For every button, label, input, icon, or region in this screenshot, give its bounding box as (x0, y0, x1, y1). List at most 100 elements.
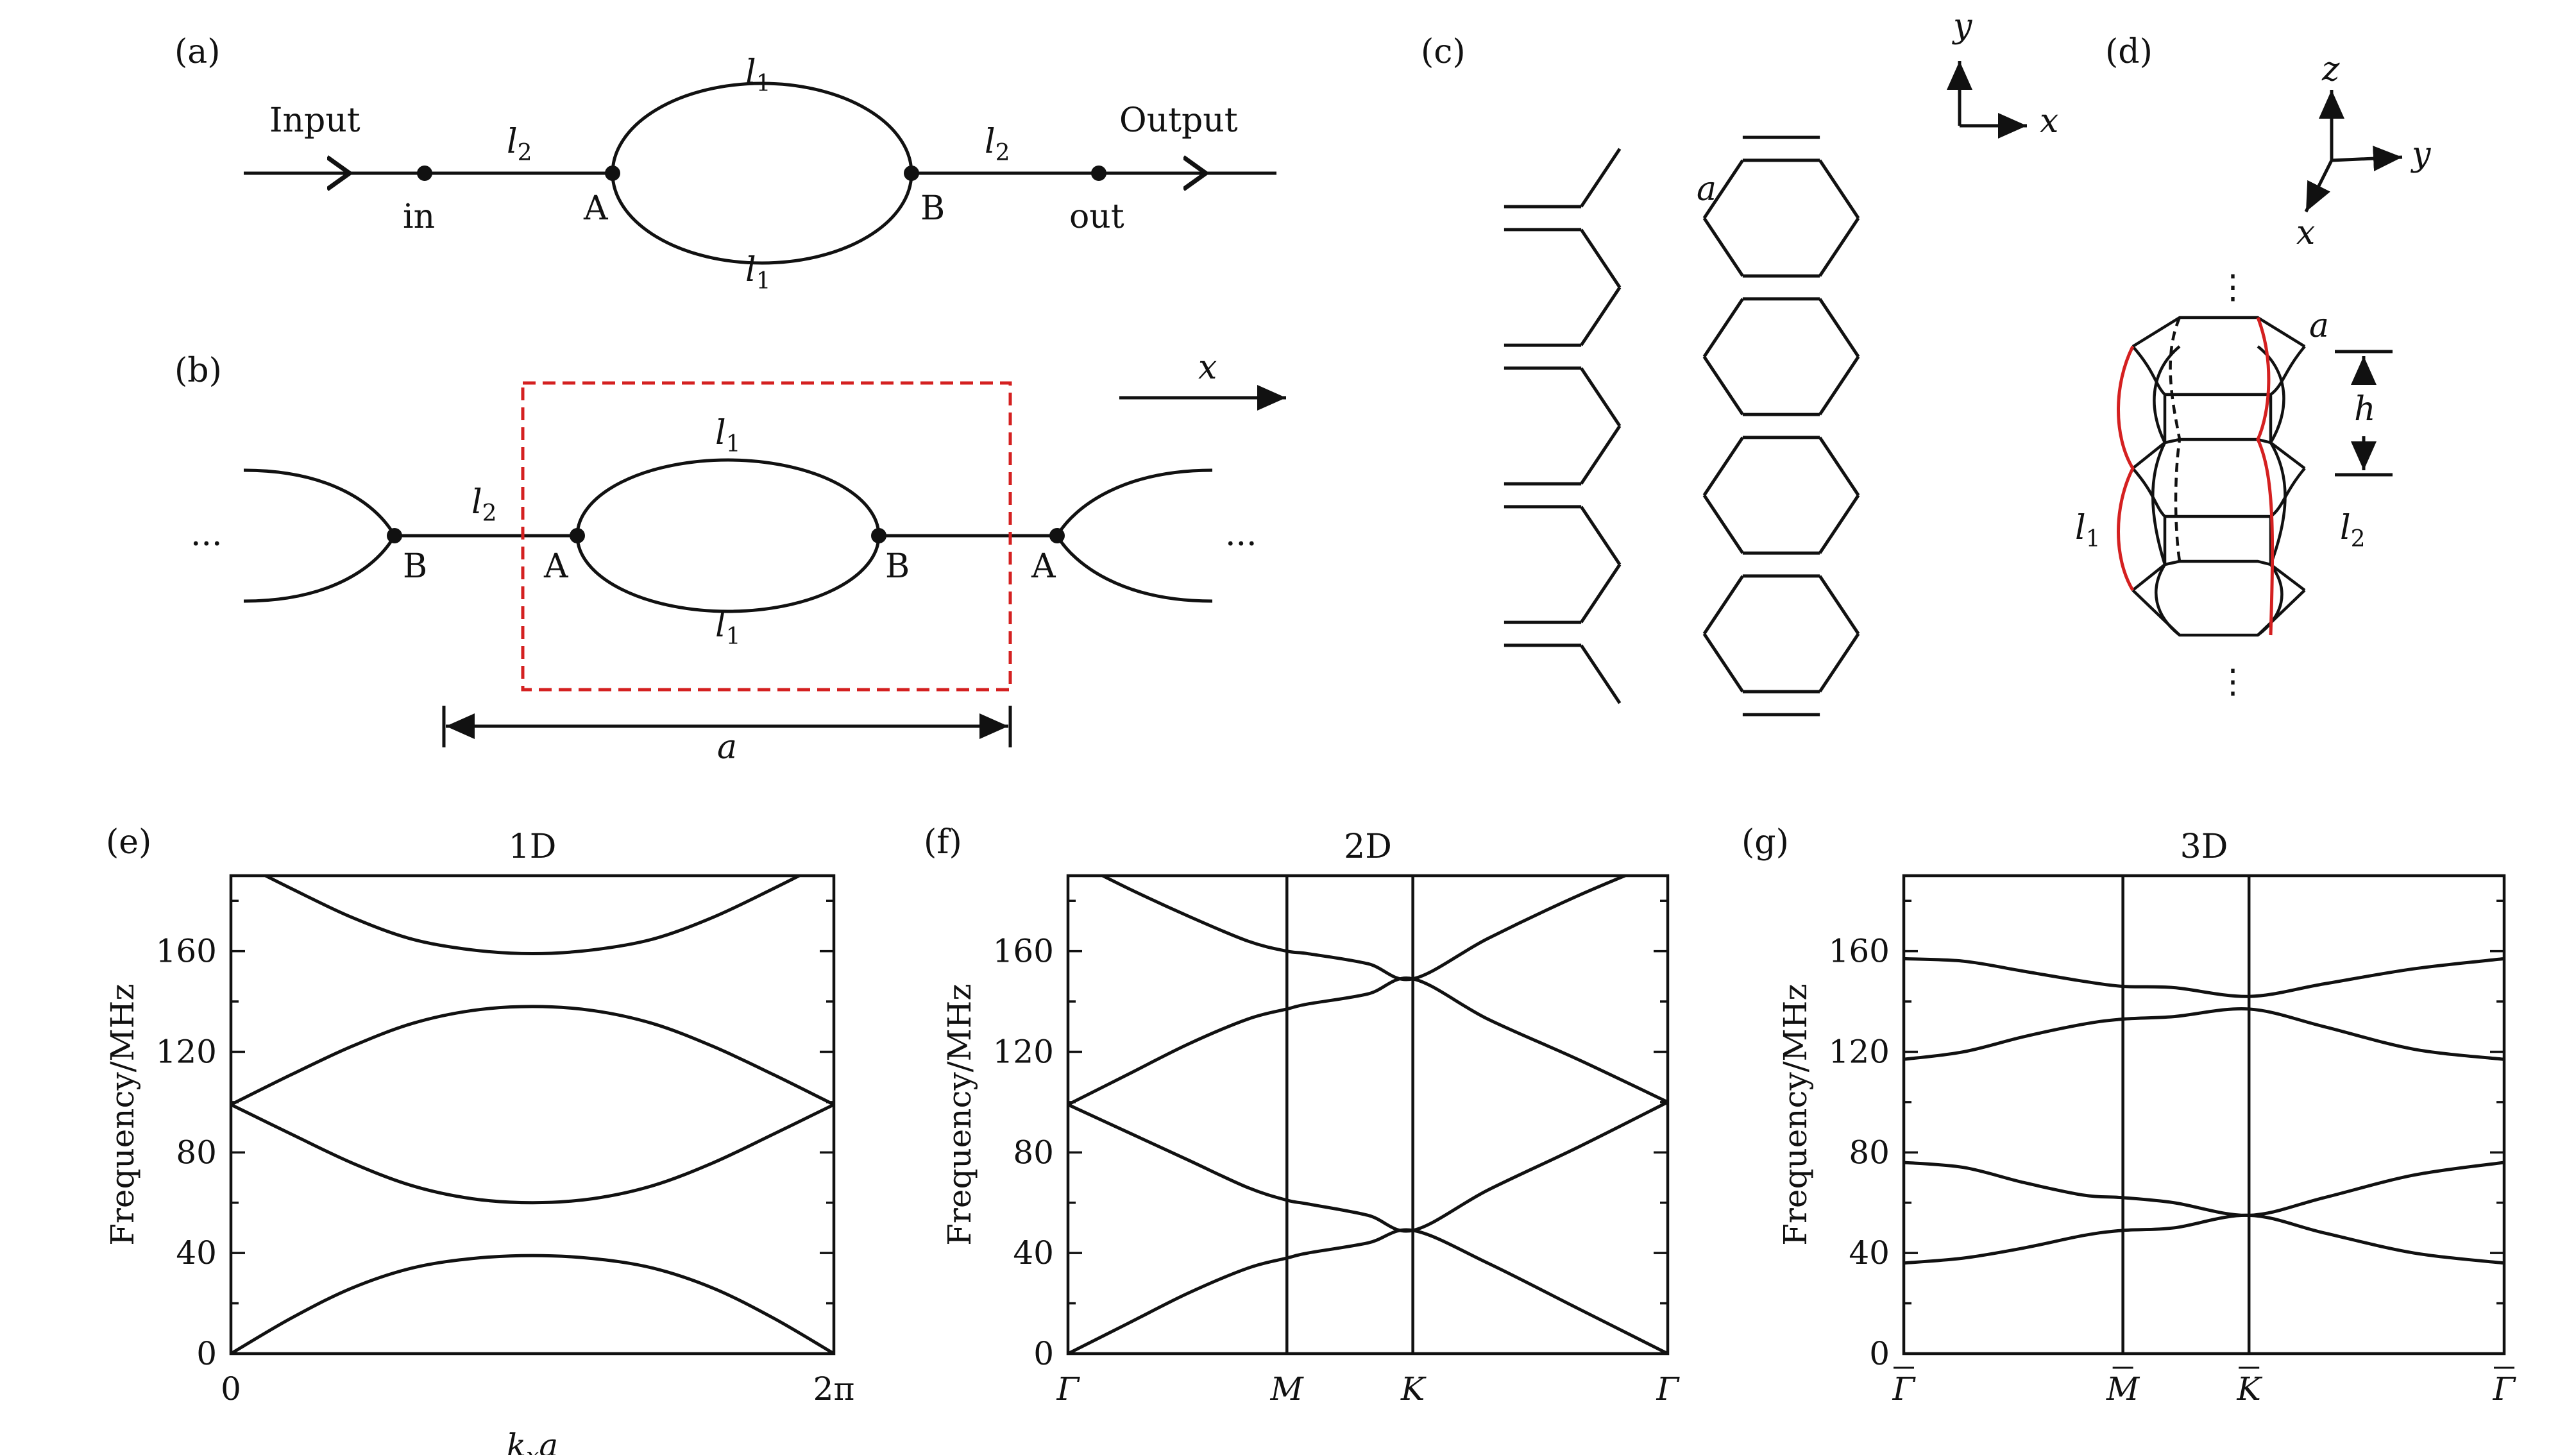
honeycomb-edge-5 (1580, 228, 1622, 289)
x-tick-label: Γ (1892, 1370, 1917, 1408)
lattice-const-label: a (1697, 170, 1716, 208)
panel-e-label: (e) (106, 823, 151, 862)
honeycomb-edge-13 (1580, 506, 1622, 566)
honeycomb-edge-2 (1580, 286, 1622, 346)
panel-a-schematic: (a) Input Output in out A B l1 l1 l2 l2 (174, 33, 1276, 294)
band-1 (1068, 1228, 1668, 1354)
y-tick-label: 40 (1849, 1234, 1890, 1272)
node-b-left (387, 528, 402, 543)
honeycomb-edge-32 (1702, 436, 1744, 497)
l2-label-b: l2 (471, 483, 497, 527)
honeycomb-edge-26 (1702, 298, 1744, 358)
honeycomb-edge-15 (1580, 644, 1622, 704)
node-a-right-label: A (1031, 547, 1056, 586)
band-2 (1068, 1100, 1668, 1233)
x-tick-label: M (1270, 1370, 1305, 1408)
ring-a (611, 81, 913, 265)
honeycomb-edge-19 (1702, 217, 1744, 277)
band-3 (1904, 1007, 2504, 1061)
node-a (605, 166, 620, 181)
band-4 (1099, 876, 1629, 982)
y-tick-label: 80 (176, 1134, 217, 1171)
d-axis-x (2304, 159, 2334, 213)
x-axis-label: kxa (507, 1427, 558, 1455)
l2-left-label: l2 (507, 123, 532, 166)
panel-f-label: (f) (924, 823, 962, 862)
honeycomb-edge-37 (1702, 633, 1744, 693)
x-tick-label: 2π (813, 1370, 855, 1408)
plot-frame (1066, 874, 1670, 1356)
node-out (1091, 166, 1106, 181)
honeycomb-edge-28 (1818, 298, 1860, 358)
chart-title: 1D (509, 828, 557, 866)
dots-right: ... (1225, 515, 1257, 554)
panel-g-label: (g) (1741, 823, 1789, 862)
panel-b-schematic: (b) ... ... B A B A l1 l1 l2 x a (174, 348, 1286, 767)
x-tick-label: Γ (2493, 1370, 2517, 1408)
y-tick-label: 40 (176, 1234, 217, 1272)
right-partial-ring (1055, 468, 1213, 603)
node-b-label: B (920, 189, 945, 228)
panel-c-label: (c) (1421, 33, 1466, 71)
out-label: out (1069, 198, 1124, 236)
honeycomb-edge-38 (1702, 575, 1744, 635)
height-label: h (2354, 390, 2376, 429)
honeycomb-edge-29 (1818, 494, 1860, 554)
prism-red-links (2117, 317, 2275, 636)
panel-d-label: (d) (2105, 33, 2153, 71)
y-tick-label: 120 (1829, 1033, 1890, 1070)
band-1 (1904, 1213, 2504, 1265)
node-a-label: A (583, 189, 609, 228)
honeycomb-edge-25 (1702, 355, 1744, 416)
d-l2-label: l2 (2340, 509, 2366, 552)
period-label: a (717, 728, 737, 767)
band-curves (231, 876, 834, 1354)
direction-label: x (1198, 348, 1217, 387)
input-label: Input (269, 101, 360, 140)
y-tick-label: 0 (1033, 1335, 1054, 1372)
x-tick-label: K (2237, 1370, 2263, 1408)
panel-a-label: (a) (174, 33, 221, 71)
dots-left: ... (191, 515, 223, 554)
y-tick-label: 0 (196, 1335, 217, 1372)
node-a-cell (570, 528, 585, 543)
band-1 (231, 1254, 834, 1354)
band-4 (1904, 957, 2504, 998)
vdots-top: ⋮ (2216, 268, 2250, 307)
node-a-cell-label: A (543, 547, 569, 586)
honeycomb-edge-40 (1818, 575, 1860, 635)
d-axis-z-label: z (2321, 50, 2340, 89)
band-2 (231, 1103, 834, 1205)
chart-title: 2D (1344, 828, 1392, 866)
honeycomb-edge-17 (1818, 217, 1860, 277)
y-tick-label: 80 (1013, 1134, 1054, 1171)
band-curves (1904, 957, 2504, 1265)
y-tick-label: 40 (1013, 1234, 1054, 1272)
y-tick-label: 120 (156, 1033, 217, 1070)
y-axis-label: Frequency/MHz (941, 983, 978, 1245)
band-4 (262, 876, 803, 956)
honeycomb-edge-0 (1580, 148, 1622, 208)
in-label: in (403, 198, 435, 236)
x-tick-label: Γ (1056, 1370, 1081, 1408)
node-b-left-label: B (403, 547, 427, 586)
honeycomb-edge-23 (1818, 355, 1860, 416)
panel-b-label: (b) (174, 352, 222, 390)
y-axis-label: Frequency/MHz (104, 983, 141, 1245)
band-2 (1904, 1161, 2504, 1217)
chart-title: 3D (2180, 828, 2228, 866)
honeycomb-edge-9 (1580, 367, 1622, 427)
y-tick-label: 80 (1849, 1134, 1890, 1171)
y-tick-label: 0 (1869, 1335, 1890, 1372)
l1-top-label-b: l1 (715, 414, 741, 457)
ring-b (575, 458, 881, 613)
d-axis-y (2331, 146, 2403, 172)
c-axis-x-label: x (2040, 102, 2058, 140)
